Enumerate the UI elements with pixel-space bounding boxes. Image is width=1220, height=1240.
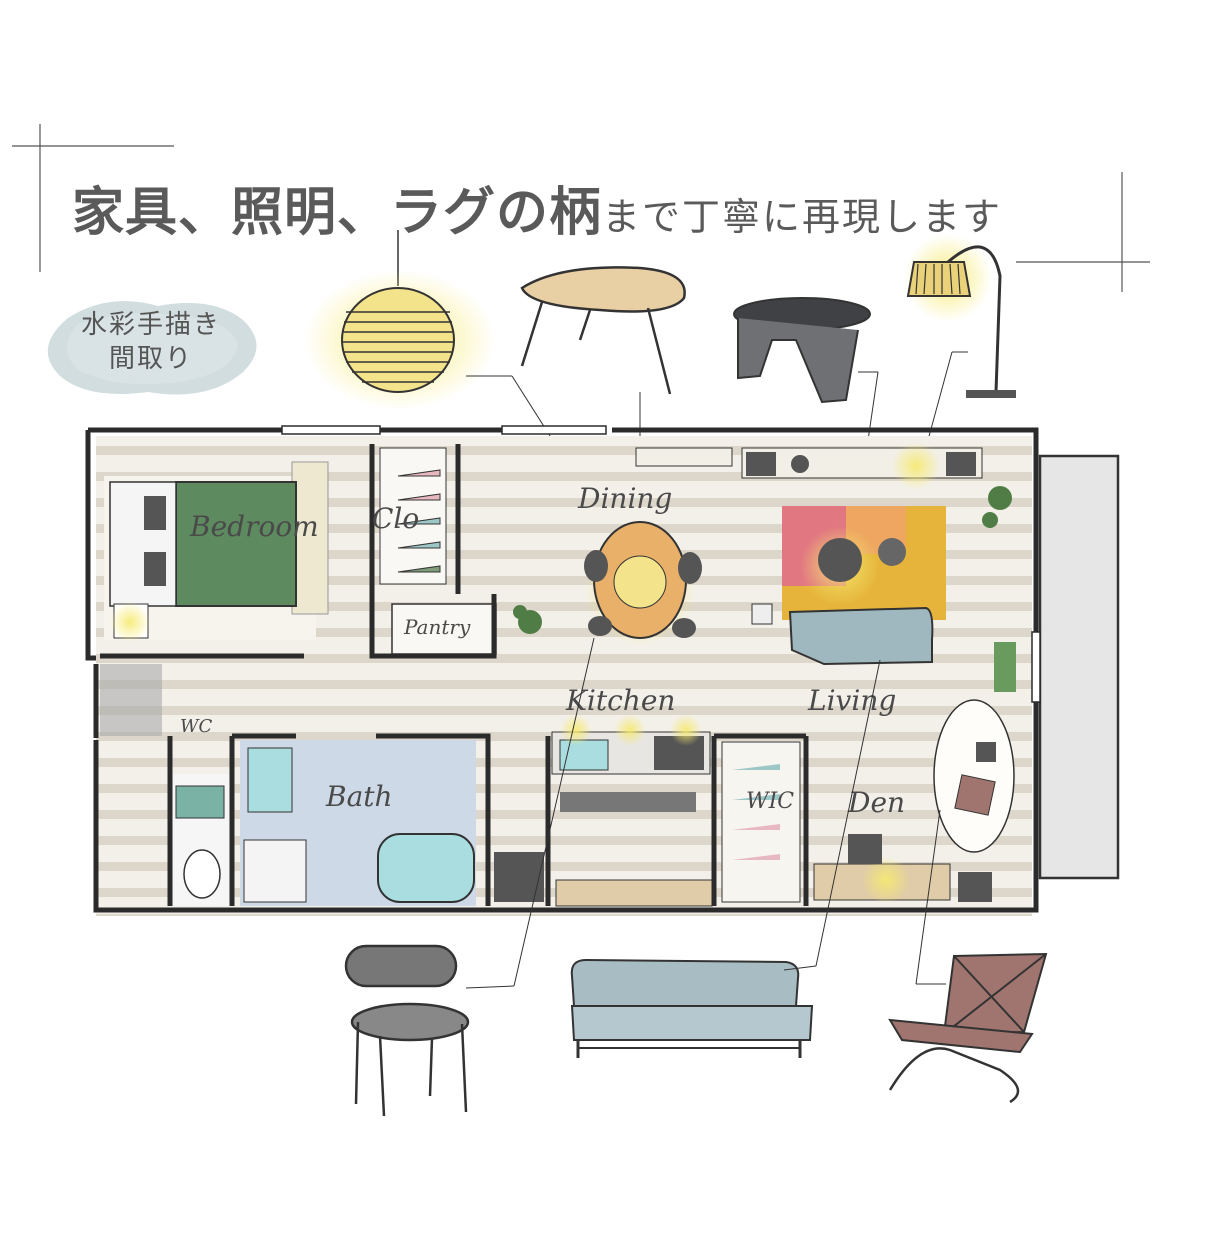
entrance-area bbox=[100, 664, 162, 736]
dining-chair-illustration bbox=[344, 637, 595, 1117]
pendant-lamp-illustration bbox=[304, 230, 617, 541]
badge-line-2: 間取り bbox=[108, 344, 193, 374]
balcony bbox=[1038, 454, 1120, 880]
heading-emphasis: 家具、照明、ラグの柄 bbox=[72, 183, 603, 243]
badge-cloud bbox=[47, 301, 257, 395]
dining-table-illustration bbox=[520, 266, 686, 520]
page-heading: 家具、照明、ラグの柄まで丁寧に再現します bbox=[72, 170, 1002, 245]
label-kitchen: Kitchen bbox=[565, 684, 675, 717]
label-living: Living bbox=[807, 684, 896, 717]
bath-area bbox=[240, 740, 476, 906]
wc-area bbox=[170, 774, 232, 906]
floor-lamp-illustration bbox=[904, 234, 1016, 463]
tv-board bbox=[741, 442, 983, 490]
frame-lines bbox=[12, 124, 1150, 292]
plants bbox=[513, 486, 1016, 692]
label-clo: Clo bbox=[372, 502, 419, 535]
badge-text: 水彩手描き 間取り bbox=[38, 308, 264, 376]
lounge-chair-illustration bbox=[888, 809, 1048, 1104]
closet-area bbox=[379, 447, 447, 585]
walls bbox=[85, 427, 1039, 913]
living-set bbox=[751, 506, 946, 666]
side-table-illustration bbox=[733, 297, 879, 551]
badge-line-1: 水彩手描き bbox=[80, 310, 221, 340]
sofa-illustration bbox=[570, 659, 881, 1058]
label-dining: Dining bbox=[577, 482, 672, 515]
label-bedroom: Bedroom bbox=[189, 510, 319, 543]
watercolor-badge: 水彩手描き 間取り bbox=[38, 298, 264, 398]
label-wc: WC bbox=[180, 716, 213, 737]
label-bath: Bath bbox=[325, 780, 393, 813]
windows bbox=[281, 425, 1041, 703]
label-wic: WIC bbox=[746, 789, 794, 814]
bedroom-area bbox=[104, 461, 329, 642]
label-den: Den bbox=[847, 786, 905, 819]
wic-area bbox=[721, 741, 801, 903]
den-area bbox=[813, 699, 1015, 904]
pantry-area bbox=[391, 603, 497, 655]
dining-set bbox=[584, 521, 702, 646]
kitchen-area bbox=[494, 714, 713, 907]
kitchen-top-counter bbox=[635, 447, 733, 467]
heading-rest: まで丁寧に再現します bbox=[602, 195, 1003, 239]
label-pantry: Pantry bbox=[403, 615, 471, 639]
